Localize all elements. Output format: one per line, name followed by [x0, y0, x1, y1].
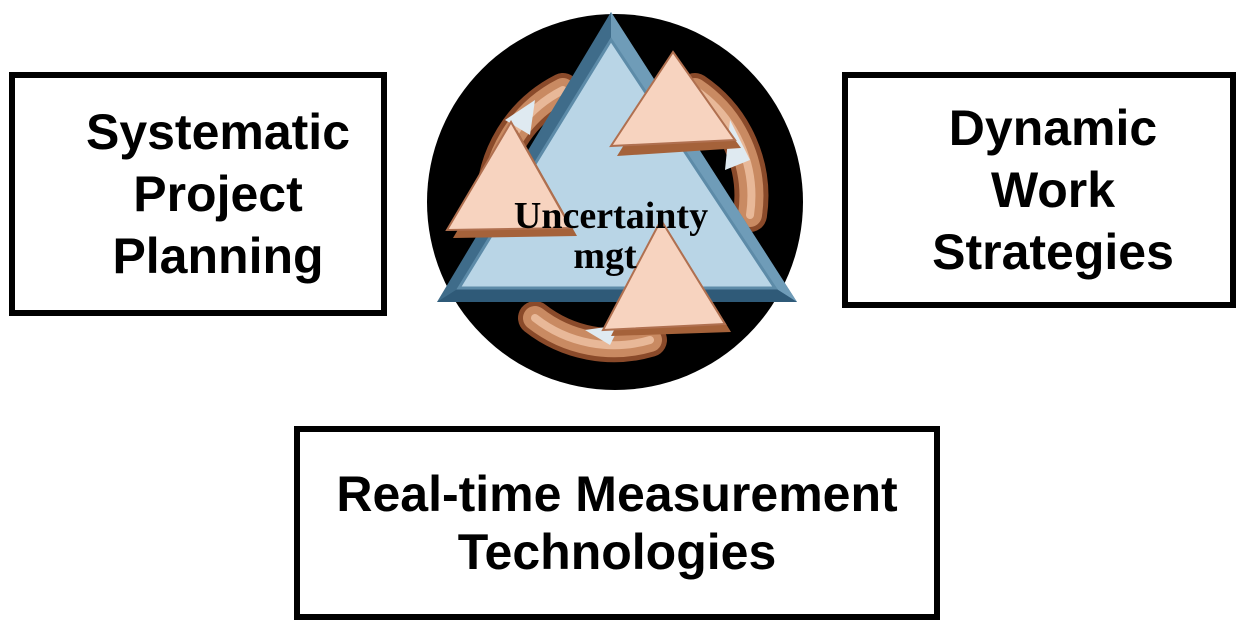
- systematic-project-planning-box: Systematic Project Planning: [9, 72, 387, 316]
- cycle-arrowheads: [445, 50, 741, 336]
- arrowhead-left: [445, 120, 573, 232]
- dynamic-work-strategies-box: Dynamic Work Strategies: [842, 72, 1236, 308]
- uncertainty-management-graphic: Uncertainty mgt: [405, 0, 825, 400]
- real-time-measurement-box: Real-time Measurement Technologies: [294, 426, 940, 620]
- dynamic-work-strategies-label: Dynamic Work Strategies: [932, 100, 1174, 280]
- systematic-project-planning-label: Systematic Project Planning: [85, 104, 351, 284]
- center-label-line2: mgt: [573, 235, 637, 277]
- arrowhead-bottom: [601, 217, 727, 332]
- center-label-line1: Uncertainty: [514, 195, 708, 237]
- real-time-measurement-label: Real-time Measurement Technologies: [336, 466, 898, 580]
- arrowhead-top: [609, 50, 737, 148]
- uncertainty-cycle-svg: Uncertainty mgt: [427, 12, 803, 390]
